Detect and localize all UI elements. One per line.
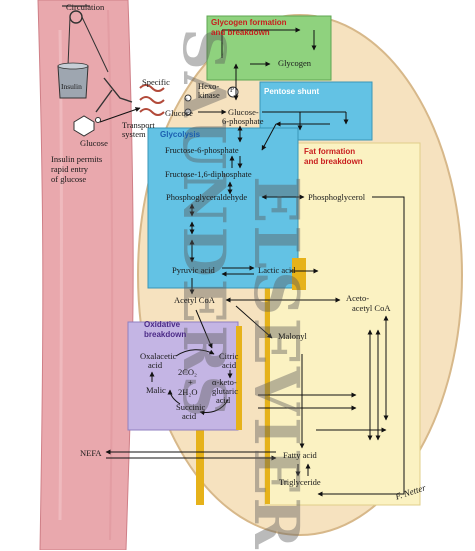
citric-label-line1: Citric: [219, 351, 239, 361]
triglyceride-label: Triglyceride: [279, 477, 321, 487]
lactic-acid-label: Lactic acid: [258, 265, 296, 275]
fructose6p-label: Fructose-6-phosphate: [165, 145, 239, 155]
glucose-inside-label: Glucose: [165, 108, 193, 118]
g6p-label-line1: Glucose-: [228, 107, 259, 117]
insulin-bucket-label: Insulin: [61, 82, 82, 91]
fat-title-line2: and breakdown: [304, 157, 363, 166]
glycogen-label: Glycogen: [278, 58, 312, 68]
pentose-title: Pentose shunt: [264, 87, 320, 96]
glucose-molecule-icon: [73, 115, 95, 137]
hexokinase-label-line2: kinase: [198, 90, 220, 100]
hexokinase-label-line1: Hexo-: [198, 81, 220, 91]
succinic-label-line1: Succinic: [176, 402, 206, 412]
glycolysis-box: [147, 127, 299, 289]
glycogen-box: [206, 15, 332, 81]
fructose16dp-label: Fructose-1,6-diphosphate: [165, 169, 252, 179]
transport-label-line2: system: [122, 129, 146, 139]
circulation-label: Circulation: [66, 2, 105, 12]
glucose-outside-label: Glucose: [80, 138, 108, 148]
watermark-publisher-b: ELSEVIER: [240, 176, 313, 551]
oxidative-title-line1: Oxidative: [144, 320, 181, 329]
glycolysis-title: Glycolysis: [160, 130, 201, 139]
glycogen-title-line1: Glycogen formation: [211, 18, 287, 27]
glycogen-title-line2: and breakdown: [211, 28, 270, 37]
insulin-note-line1: Insulin permits: [51, 154, 103, 164]
ketoglutaric-label-line3: acid: [216, 395, 231, 405]
insulin-note-line2: rapid entry: [51, 164, 89, 174]
fatty-acid-label: Fatty acid: [283, 450, 317, 460]
fat-title-line1: Fat formation: [304, 147, 356, 156]
h2o-label: 2H₂O: [178, 387, 198, 397]
malonyl-label: Malonyl: [278, 331, 307, 341]
phosphoglyceraldehyde-label: Phosphoglyceraldehyde: [166, 192, 248, 202]
citric-label-line2: acid: [222, 360, 237, 370]
acetyl-coa-label: Acetyl CoA: [174, 295, 215, 305]
oxalacetic-label-line2: acid: [148, 360, 163, 370]
phosphoglycerol-label: Phosphoglycerol: [308, 192, 366, 202]
malic-label: Malic: [146, 385, 166, 395]
acetoacetyl-label-line1: Aceto-: [346, 293, 370, 303]
specific-label: Specific: [142, 77, 170, 87]
insulin-note-line3: of glucose: [51, 174, 87, 184]
transport-label-line1: Transport: [122, 120, 155, 130]
nefa-label: NEFA: [80, 448, 102, 458]
plus-label: +: [188, 377, 193, 387]
succinic-label-line2: acid: [182, 411, 197, 421]
co2-label: 2CO₂: [178, 367, 198, 377]
phosphate-label: P: [230, 86, 234, 94]
acetoacetyl-label-line2: acetyl CoA: [352, 303, 391, 313]
oxidative-title-line2: breakdown: [144, 330, 187, 339]
ketoglutaric-label-line1: α-keto-: [212, 377, 237, 387]
ketoglutaric-label-line2: glutaric: [212, 386, 238, 396]
oxalacetic-label-line1: Oxalacetic: [140, 351, 177, 361]
pyruvic-acid-label: Pyruvic acid: [172, 265, 215, 275]
g6p-label-line2: 6-phosphate: [222, 116, 264, 126]
